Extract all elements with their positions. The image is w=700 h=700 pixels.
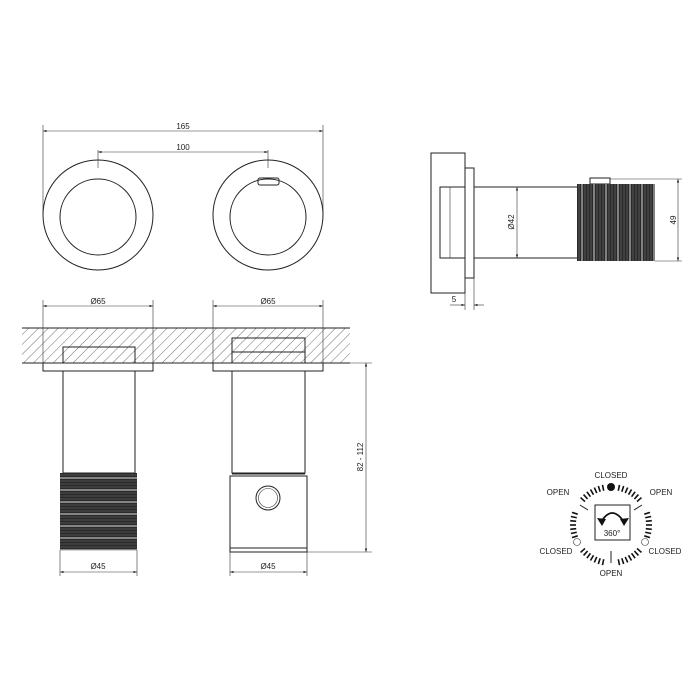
rotation-tick [571, 511, 578, 515]
knurl-body [60, 473, 137, 550]
closed-marker-open [573, 538, 581, 546]
label-top: CLOSED [595, 471, 628, 480]
dim-projection-label: 82 - 112 [356, 442, 365, 471]
dim-right-flange-label: Ø65 [260, 297, 276, 306]
label-lower-right: CLOSED [649, 547, 682, 556]
rotation-tick [601, 559, 605, 566]
rotation-tick [589, 554, 595, 561]
knurled-knob [577, 184, 655, 261]
rotation-tick [571, 535, 578, 539]
right-body [229, 475, 308, 553]
rotation-ticks [570, 484, 652, 566]
rotation-tick [644, 535, 651, 539]
side-view: Ø42 49 5 [430, 152, 682, 310]
rotation-tick [624, 556, 629, 563]
right-tube [231, 370, 306, 474]
closed-marker-open [641, 538, 649, 546]
flange [464, 167, 475, 279]
rotation-tick [636, 496, 643, 503]
rotation-tick [579, 547, 586, 554]
rotation-tick [597, 558, 601, 565]
left-flange [42, 362, 154, 372]
rotation-tick [593, 556, 598, 563]
rotation-tick [601, 484, 605, 491]
arrowhead-right [620, 518, 629, 526]
knob-tab [589, 177, 611, 185]
rotation-angle: 360° [604, 529, 621, 538]
rotation-tick [630, 552, 636, 559]
left-knob [59, 178, 137, 256]
rotation-tick [593, 487, 598, 494]
rotation-tick [579, 496, 586, 503]
rotation-tick [570, 531, 577, 535]
dim-flange-label: 5 [452, 295, 457, 304]
knurl-body [577, 184, 655, 261]
rotation-tick [627, 554, 633, 561]
right-flange [212, 362, 324, 372]
dim-left-body-label: Ø45 [90, 562, 106, 571]
left-rosette-outer [42, 159, 154, 271]
left-tube [62, 370, 136, 474]
open-marker [579, 504, 589, 511]
rotation-tick [586, 552, 592, 559]
rotation-tick [589, 489, 595, 496]
right-rosette-outer [212, 159, 324, 271]
rotation-tick [570, 519, 577, 523]
rotation-tick [570, 515, 577, 519]
front-view: 165 100 [42, 122, 324, 271]
wall-section-hatch [430, 152, 466, 294]
label-bottom: OPEN [600, 569, 623, 578]
rotation-tick [570, 527, 577, 531]
rotation-tick [645, 531, 652, 535]
button-inner [258, 488, 278, 508]
rotation-tick [624, 487, 629, 494]
rotation-tick [636, 547, 643, 554]
button-outer[interactable] [255, 485, 281, 511]
rotation-tick [633, 550, 640, 557]
rotation-tick [630, 491, 636, 498]
dim-100-label: 100 [176, 143, 190, 152]
rotation-tick [597, 485, 601, 492]
dim-right-body-label: Ø45 [260, 562, 276, 571]
right-knob-tab [257, 177, 280, 186]
rotation-diagram: 360° CLOSED OPEN OPEN CLOSED CLOSED OPEN [540, 471, 682, 578]
tube [473, 186, 579, 259]
rotation-tick [621, 485, 625, 492]
dim-left-flange-label: Ø65 [90, 297, 106, 306]
label-upper-right: OPEN [650, 488, 673, 497]
rotation-tick [645, 519, 652, 523]
rotation-tick [617, 484, 621, 491]
dim-knob-label: 49 [669, 215, 678, 224]
label-lower-left: CLOSED [540, 547, 573, 556]
rotation-tick [617, 559, 621, 566]
rotation-box [594, 504, 631, 541]
wall-section-hatch [22, 328, 350, 363]
rotation-tick [627, 489, 633, 496]
rotation-tick [586, 491, 592, 498]
rotation-tick [621, 558, 625, 565]
rotation-tick [644, 511, 651, 515]
rotation-tick [645, 527, 652, 531]
rotation-tick [582, 493, 589, 500]
dim-165-label: 165 [176, 122, 190, 131]
label-upper-left: OPEN [547, 488, 570, 497]
left-knurled-knob [60, 473, 137, 551]
closed-marker-filled [607, 483, 615, 491]
rotation-tick [645, 515, 652, 519]
rotation-tick [633, 493, 640, 500]
section-view: Ø65 Ø65 Ø45 Ø45 82 - 112 [22, 297, 372, 576]
right-knob [229, 178, 307, 256]
open-marker [633, 504, 643, 511]
recess [439, 186, 466, 259]
dim-tube-label: Ø42 [507, 214, 516, 230]
rotation-tick [582, 550, 589, 557]
arrowhead-left [597, 518, 606, 526]
